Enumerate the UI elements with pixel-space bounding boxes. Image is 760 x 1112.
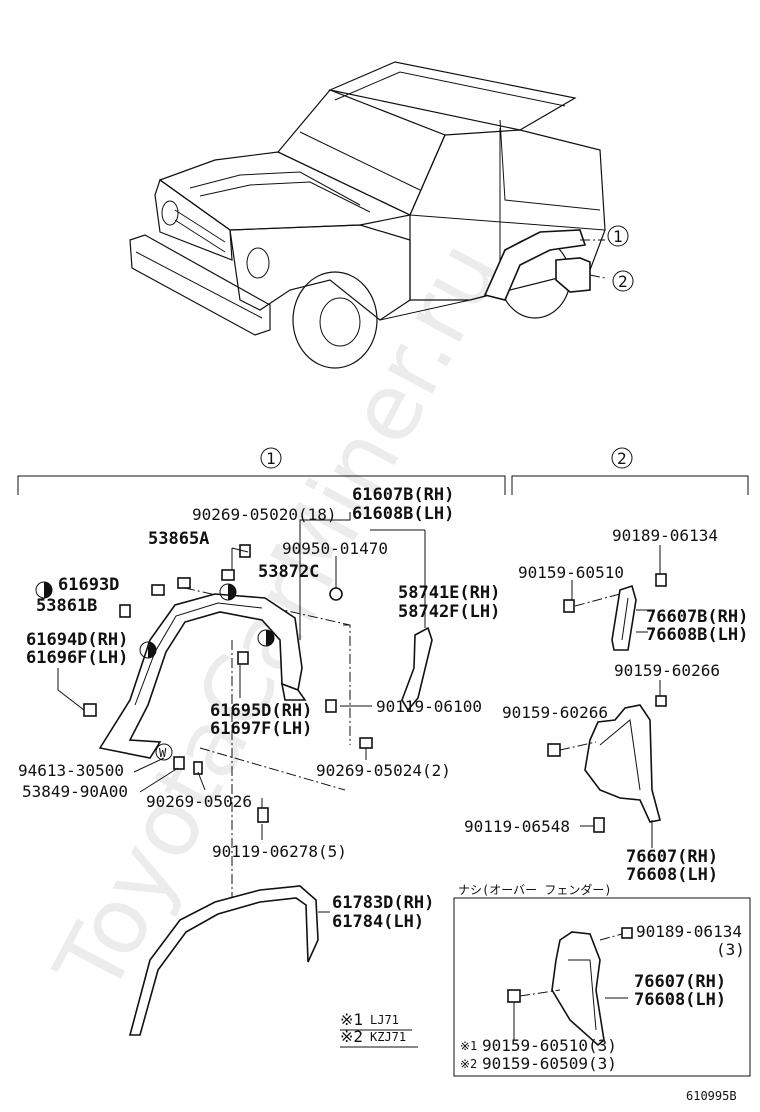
over-fender-drawing: W [35, 512, 433, 1036]
callout-1: 1 [607, 225, 629, 247]
part-label: 61695D(RH) [210, 701, 312, 721]
half-filled-circle-icon [35, 581, 53, 599]
svg-text:※2: ※2 [340, 1027, 363, 1046]
part-label: 76608B(LH) [646, 625, 748, 645]
svg-text:LJ71: LJ71 [370, 1013, 399, 1027]
mud-guard-drawing [547, 545, 667, 848]
part-label: 90189-06134 [612, 526, 718, 545]
svg-text:KZJ71: KZJ71 [370, 1030, 406, 1044]
part-label: 53861B [36, 596, 97, 616]
w-washer-icon [155, 743, 173, 761]
part-label: 58741E(RH) [398, 583, 500, 603]
group-2-labels: 90189-06134 90159-60510 76607B(RH) 76608… [464, 526, 748, 885]
callout-2: 2 [612, 270, 634, 292]
model-notes: ※1 LJ71 ※2 KZJ71 [340, 1010, 418, 1048]
part-label: 90159-60510 [518, 563, 624, 582]
svg-text:W: W [159, 746, 167, 760]
part-label: 90159-60266 [614, 661, 720, 680]
group-2-bracket: 2 [511, 447, 749, 495]
svg-text:※1: ※1 [460, 1039, 477, 1053]
half-filled-circle-icon [139, 641, 157, 659]
part-label: 61696F(LH) [26, 648, 128, 668]
part-label: 90950-01470 [282, 539, 388, 558]
group-1-bracket: 1 [17, 447, 506, 495]
part-label: 90119-06548 [464, 817, 570, 836]
inset-title: ナシ(オーバー フェンダー) [458, 882, 612, 897]
half-filled-circle-icon [219, 583, 237, 601]
part-label: 58742F(LH) [398, 602, 500, 622]
figure-code: 610995B [686, 1089, 737, 1103]
svg-text:2: 2 [618, 272, 628, 291]
part-label: 76607B(RH) [646, 607, 748, 627]
svg-text:※2: ※2 [460, 1057, 477, 1071]
part-label: 61694D(RH) [26, 630, 128, 650]
svg-text:1: 1 [613, 227, 623, 246]
half-filled-circle-icon [257, 629, 275, 647]
part-label: 61697F(LH) [210, 719, 312, 739]
svg-text:1: 1 [266, 449, 276, 468]
part-label: 90159-60509(3) [482, 1054, 617, 1073]
part-label: 76607(RH) [626, 847, 718, 867]
part-label: 76608(LH) [634, 990, 726, 1010]
part-label: 90159-60266 [502, 703, 608, 722]
part-label: 76608(LH) [626, 865, 718, 885]
part-label: 90269-05026 [146, 792, 252, 811]
vehicle-illustration [129, 61, 606, 369]
svg-text:※1: ※1 [340, 1010, 363, 1029]
part-label: 61608B(LH) [352, 504, 454, 524]
group-1-labels: 61607B(RH) 61608B(LH) 90269-05020(18) 53… [18, 485, 500, 932]
part-label: 53849-90A00 [22, 782, 128, 801]
part-label: 61693D [58, 575, 119, 595]
inset-no-over-fender: ナシ(オーバー フェンダー) 90189-06134 (3) 76607(RH)… [453, 882, 751, 1077]
part-label: (3) [716, 940, 745, 959]
part-label: 61784(LH) [332, 912, 424, 932]
part-label: 53872C [258, 562, 319, 582]
part-label: 94613-30500 [18, 761, 124, 780]
svg-text:2: 2 [617, 449, 627, 468]
part-label: 53865A [148, 529, 209, 549]
part-label: 90269-05020(18) [192, 505, 337, 524]
part-label: 61783D(RH) [332, 893, 434, 913]
part-label: 90119-06278(5) [212, 842, 347, 861]
part-label: 61607B(RH) [352, 485, 454, 505]
part-label: 90119-06100 [376, 697, 482, 716]
part-label: 76607(RH) [634, 972, 726, 992]
part-label: 90159-60510(3) [482, 1036, 617, 1055]
part-label: 90269-05024(2) [316, 761, 451, 780]
part-label: 90189-06134 [636, 922, 742, 941]
